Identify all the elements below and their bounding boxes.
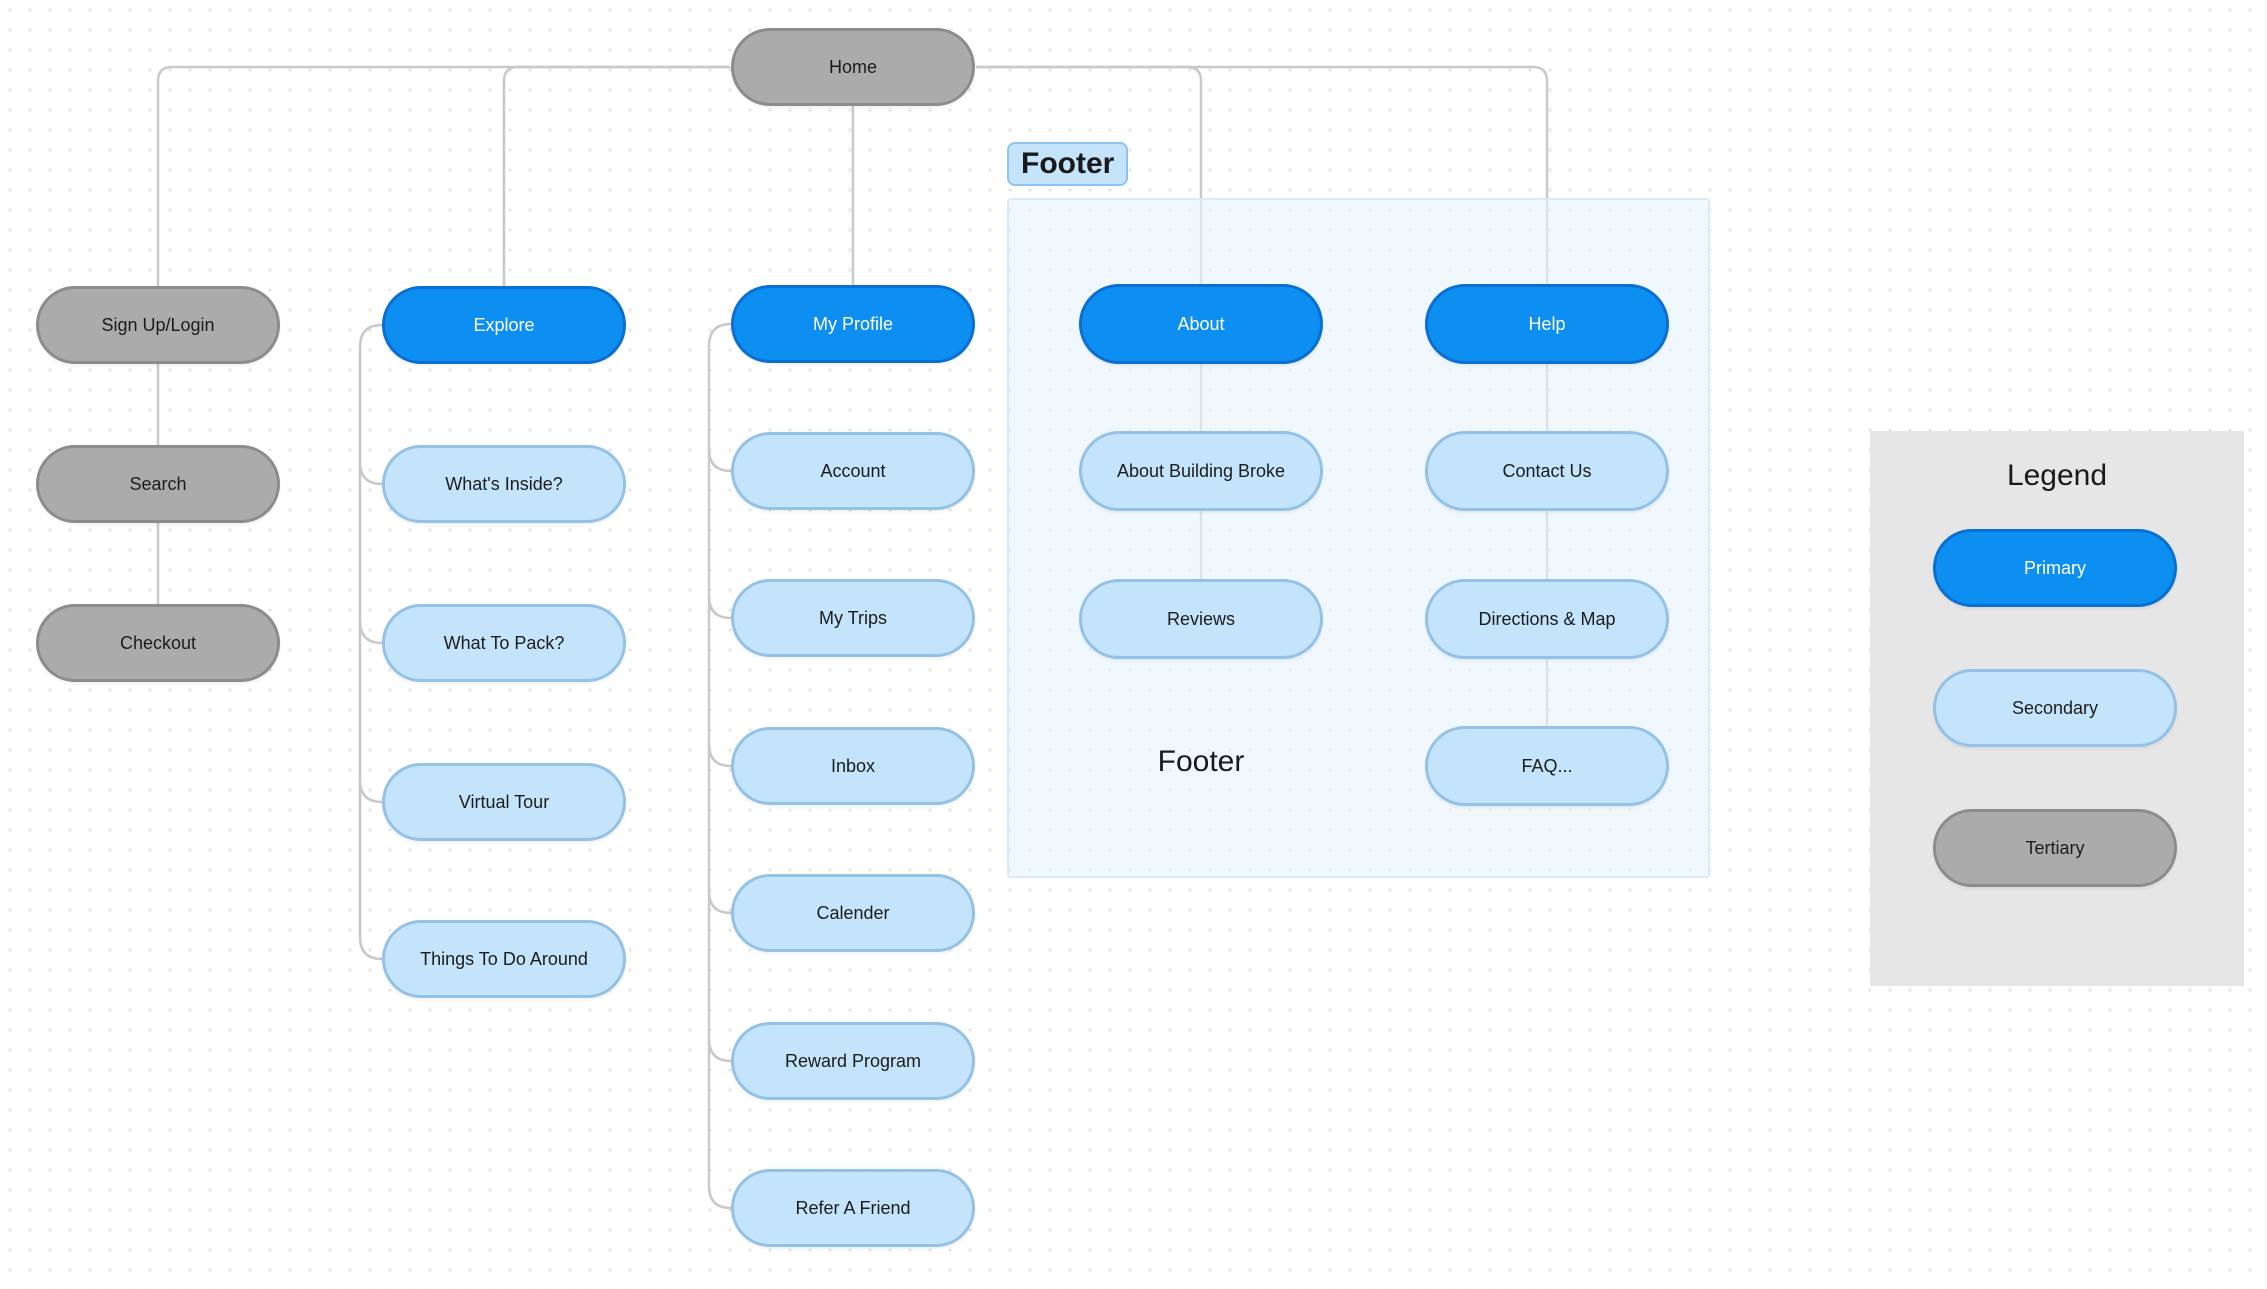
node-directions-map[interactable]: Directions & Map xyxy=(1425,579,1669,659)
node-faq[interactable]: FAQ... xyxy=(1425,726,1669,806)
node-reviews[interactable]: Reviews xyxy=(1079,579,1323,659)
footer-caption: Footer xyxy=(1157,745,1245,778)
node-my-trips[interactable]: My Trips xyxy=(731,579,975,657)
node-reward-program[interactable]: Reward Program xyxy=(731,1022,975,1100)
legend-secondary-swatch: Secondary xyxy=(1933,669,2177,747)
node-things-to-do-around[interactable]: Things To Do Around xyxy=(382,920,626,998)
connector-explore-virtual-tour xyxy=(358,779,383,804)
connector-my-profile-reward-program xyxy=(707,1038,732,1063)
node-search[interactable]: Search xyxy=(36,445,280,523)
connector-explore-children xyxy=(358,323,383,961)
connector-explore-whats-inside xyxy=(358,461,383,486)
node-about-building-broke[interactable]: About Building Broke xyxy=(1079,431,1323,511)
node-virtual-tour[interactable]: Virtual Tour xyxy=(382,763,626,841)
node-refer-a-friend[interactable]: Refer A Friend xyxy=(731,1169,975,1247)
node-inbox[interactable]: Inbox xyxy=(731,727,975,805)
node-account[interactable]: Account xyxy=(731,432,975,510)
legend-panel: Legend Primary Secondary Tertiary xyxy=(1870,431,2244,986)
legend-title: Legend xyxy=(2006,459,2108,492)
node-my-profile[interactable]: My Profile xyxy=(731,285,975,363)
node-checkout[interactable]: Checkout xyxy=(36,604,280,682)
node-what-to-pack[interactable]: What To Pack? xyxy=(382,604,626,682)
node-calender[interactable]: Calender xyxy=(731,874,975,952)
connector-my-profile-inbox xyxy=(707,743,732,768)
connector-my-profile-calender xyxy=(707,890,732,915)
connector-home-explore xyxy=(502,65,730,286)
connector-my-profile-account xyxy=(707,448,732,473)
node-contact-us[interactable]: Contact Us xyxy=(1425,431,1669,511)
connector-explore-what-to-pack xyxy=(358,620,383,645)
legend-primary-swatch: Primary xyxy=(1933,529,2177,607)
legend-tertiary-swatch: Tertiary xyxy=(1933,809,2177,887)
node-sign-up-login[interactable]: Sign Up/Login xyxy=(36,286,280,364)
connector-my-profile-children xyxy=(707,322,732,1210)
node-about[interactable]: About xyxy=(1079,284,1323,364)
footer-section-tag: Footer xyxy=(1007,142,1129,186)
node-explore[interactable]: Explore xyxy=(382,286,626,364)
node-help[interactable]: Help xyxy=(1425,284,1669,364)
node-whats-inside[interactable]: What's Inside? xyxy=(382,445,626,523)
node-home[interactable]: Home xyxy=(731,28,975,106)
connector-home-sign-up-login xyxy=(156,65,730,286)
connector-my-profile-my-trips xyxy=(707,595,732,620)
